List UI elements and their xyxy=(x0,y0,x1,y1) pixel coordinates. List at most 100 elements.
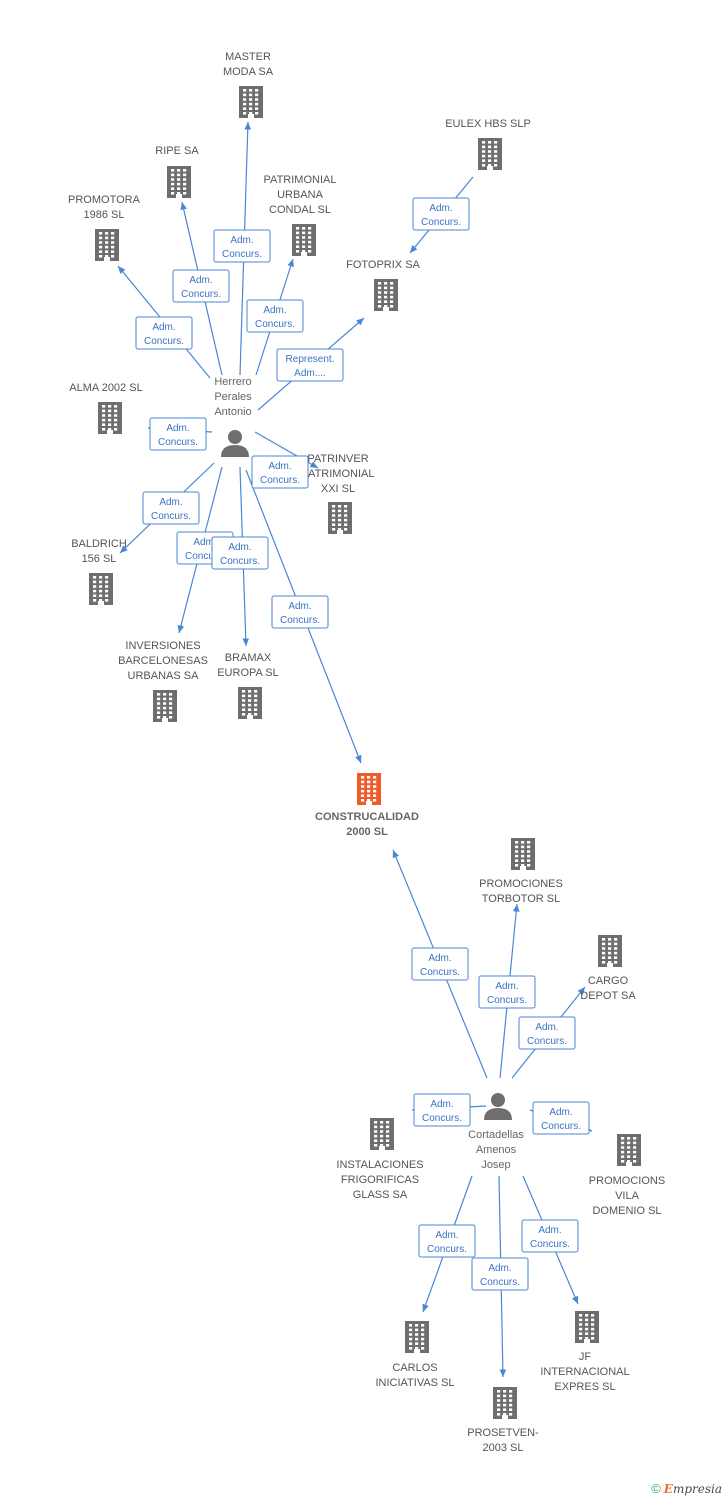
edge-label-line: Adm. xyxy=(263,305,286,316)
company-promotora-label-line: 1986 SL xyxy=(84,209,125,221)
edge-label-text: Adm.Concurs. xyxy=(480,1263,520,1288)
company-jf-label-line: JF xyxy=(579,1351,592,1363)
company-carlos-label-line: CARLOS xyxy=(392,1362,437,1374)
edge-label-line: Adm. xyxy=(495,981,518,992)
edge-label-cortadellas-cargo[interactable]: Adm.Concurs. xyxy=(518,1016,576,1050)
company-inversiones-building-icon[interactable] xyxy=(153,690,177,722)
company-torbotor-label-line: TORBOTOR SL xyxy=(482,893,560,905)
edge-label-line: Concurs. xyxy=(487,995,527,1006)
edge-label-box xyxy=(411,947,469,981)
edge-label-cortadellas-jf[interactable]: Adm. Concurs. xyxy=(521,1219,579,1253)
company-eulex-building-icon[interactable] xyxy=(478,138,502,170)
edge-label-box xyxy=(271,595,329,629)
company-jf-label-line: EXPRES SL xyxy=(554,1381,615,1393)
edge-label-line: Adm. xyxy=(230,235,253,246)
person-cortadellas-icon[interactable] xyxy=(484,1093,512,1120)
company-construcalidad-building-icon[interactable] xyxy=(357,773,381,805)
person-herrero-label-line: Perales xyxy=(214,391,252,403)
edge-label-line: Concurs. xyxy=(480,1277,520,1288)
edge-label-cortadellas-carlos[interactable]: Adm.Concurs. xyxy=(418,1224,476,1258)
edge-label-text: Adm. Concurs. xyxy=(530,1225,570,1250)
company-construcalidad-label-line: 2000 SL xyxy=(346,826,388,838)
company-prosetven-label: PROSETVEN-2003 SL xyxy=(467,1427,539,1454)
company-patrinver-label-line: PATRIMONIAL xyxy=(302,468,375,480)
company-inversiones-label-line: BARCELONESAS xyxy=(118,655,208,667)
edge-label-herrero-bramax[interactable]: Adm.Concurs. xyxy=(211,536,269,570)
edge-label-cortadellas-vila[interactable]: Adm.Concurs. xyxy=(532,1101,590,1135)
company-vila-building-icon[interactable] xyxy=(617,1134,641,1166)
person-cortadellas-label-line: Josep xyxy=(481,1159,510,1171)
edge-label-box xyxy=(149,417,207,451)
company-patrimonial-urbana-label-line: URBANA xyxy=(277,189,324,201)
edge-label-line: Concurs. xyxy=(151,511,191,522)
edge-label-line: Adm. xyxy=(538,1225,561,1236)
edge-label-line: Concurs. xyxy=(158,437,198,448)
company-baldrich-building-icon[interactable] xyxy=(89,573,113,605)
edge-label-text: Adm.Concurs. xyxy=(420,953,460,978)
edge-label-line: Concurs. xyxy=(420,967,460,978)
edge-labels-layer: Adm. Concurs. Adm. Concurs. Adm. Concurs. Adm.… xyxy=(135,197,590,1291)
company-ripe-label-line: RIPE SA xyxy=(155,145,199,157)
footer-brand[interactable]: ©Empresia xyxy=(651,1481,722,1496)
edge-label-line: Adm.... xyxy=(294,368,326,379)
company-carlos-building-icon[interactable] xyxy=(405,1321,429,1353)
company-promotora-building-icon[interactable] xyxy=(95,229,119,261)
edge-label-line: Concurs. xyxy=(222,249,262,260)
company-eulex-label-line: EULEX HBS SLP xyxy=(445,118,531,130)
edge-label-herrero-construcalidad[interactable]: Adm.Concurs. xyxy=(271,595,329,629)
edge-label-herrero-promotora[interactable]: Adm.Concurs. xyxy=(135,316,193,350)
edge-label-text: Represent.Adm.... xyxy=(286,354,335,379)
company-master-building-icon[interactable] xyxy=(239,86,263,118)
edge-label-herrero-alma[interactable]: Adm. Concurs. xyxy=(149,417,207,451)
company-instalaciones-label-line: GLASS SA xyxy=(353,1189,408,1201)
company-vila-label-line: DOMENIO SL xyxy=(592,1205,661,1217)
brand-logo: Empresia xyxy=(664,1482,722,1496)
edge-label-text: Adm.Concurs. xyxy=(421,203,461,228)
company-construcalidad-label-line: CONSTRUCALIDAD xyxy=(315,811,419,823)
edge-label-herrero-patrimonial-urbana[interactable]: Adm. Concurs. xyxy=(246,299,304,333)
edge-label-text: Adm.Concurs. xyxy=(527,1022,567,1047)
company-baldrich-label-line: 156 SL xyxy=(82,553,117,565)
edge-label-cortadellas-construcalidad[interactable]: Adm.Concurs. xyxy=(411,947,469,981)
company-cargo-building-icon[interactable] xyxy=(598,935,622,967)
edge-label-herrero-patrinver[interactable]: Adm.Concurs. xyxy=(251,455,309,489)
company-instalaciones-building-icon[interactable] xyxy=(370,1118,394,1150)
company-bramax-label-line: BRAMAX xyxy=(225,652,272,664)
edge-label-herrero-fotoprix[interactable]: Represent.Adm.... xyxy=(276,348,344,382)
edge-label-box xyxy=(276,348,344,382)
company-prosetven-building-icon[interactable] xyxy=(493,1387,517,1419)
edge-label-text: Adm.Concurs. xyxy=(220,542,260,567)
company-ripe-label: RIPE SA xyxy=(155,145,199,157)
company-construcalidad-label: CONSTRUCALIDAD 2000 SL xyxy=(315,811,419,838)
edge-label-line: Adm. xyxy=(288,601,311,612)
person-herrero-icon[interactable] xyxy=(221,430,249,457)
company-eulex-label: EULEX HBS SLP xyxy=(445,118,531,130)
company-jf-building-icon[interactable] xyxy=(575,1311,599,1343)
company-instalaciones-label-line: FRIGORIFICAS xyxy=(341,1174,419,1186)
edge-label-cortadellas-prosetven[interactable]: Adm.Concurs. xyxy=(471,1257,529,1291)
company-patrimonial-urbana-building-icon[interactable] xyxy=(292,224,316,256)
edge-label-text: Adm.Concurs. xyxy=(541,1107,581,1132)
company-bramax-building-icon[interactable] xyxy=(238,687,262,719)
company-patrinver-building-icon[interactable] xyxy=(328,502,352,534)
edge-label-line: Adm. xyxy=(166,423,189,434)
company-fotoprix-building-icon[interactable] xyxy=(374,279,398,311)
edge-label-line: Concurs. xyxy=(255,319,295,330)
edge-label-herrero-ripe[interactable]: Adm.Concurs. xyxy=(172,269,230,303)
edge-label-herrero-baldrich[interactable]: Adm.Concurs. xyxy=(142,491,200,525)
edge-label-herrero-master[interactable]: Adm. Concurs. xyxy=(213,229,271,263)
edge-label-line: Concurs. xyxy=(530,1239,570,1250)
company-ripe-building-icon[interactable] xyxy=(167,166,191,198)
edge-label-cortadellas-torbotor[interactable]: Adm. Concurs. xyxy=(478,975,536,1009)
edge-label-cortadellas-instalaciones[interactable]: Adm.Concurs. xyxy=(413,1093,471,1127)
company-instalaciones-label-line: INSTALACIONES xyxy=(336,1159,423,1171)
company-torbotor-building-icon[interactable] xyxy=(511,838,535,870)
person-cortadellas-label-line: Cortadellas xyxy=(468,1129,524,1141)
company-alma-building-icon[interactable] xyxy=(98,402,122,434)
edge-label-eulex-fotoprix[interactable]: Adm.Concurs. xyxy=(412,197,470,231)
